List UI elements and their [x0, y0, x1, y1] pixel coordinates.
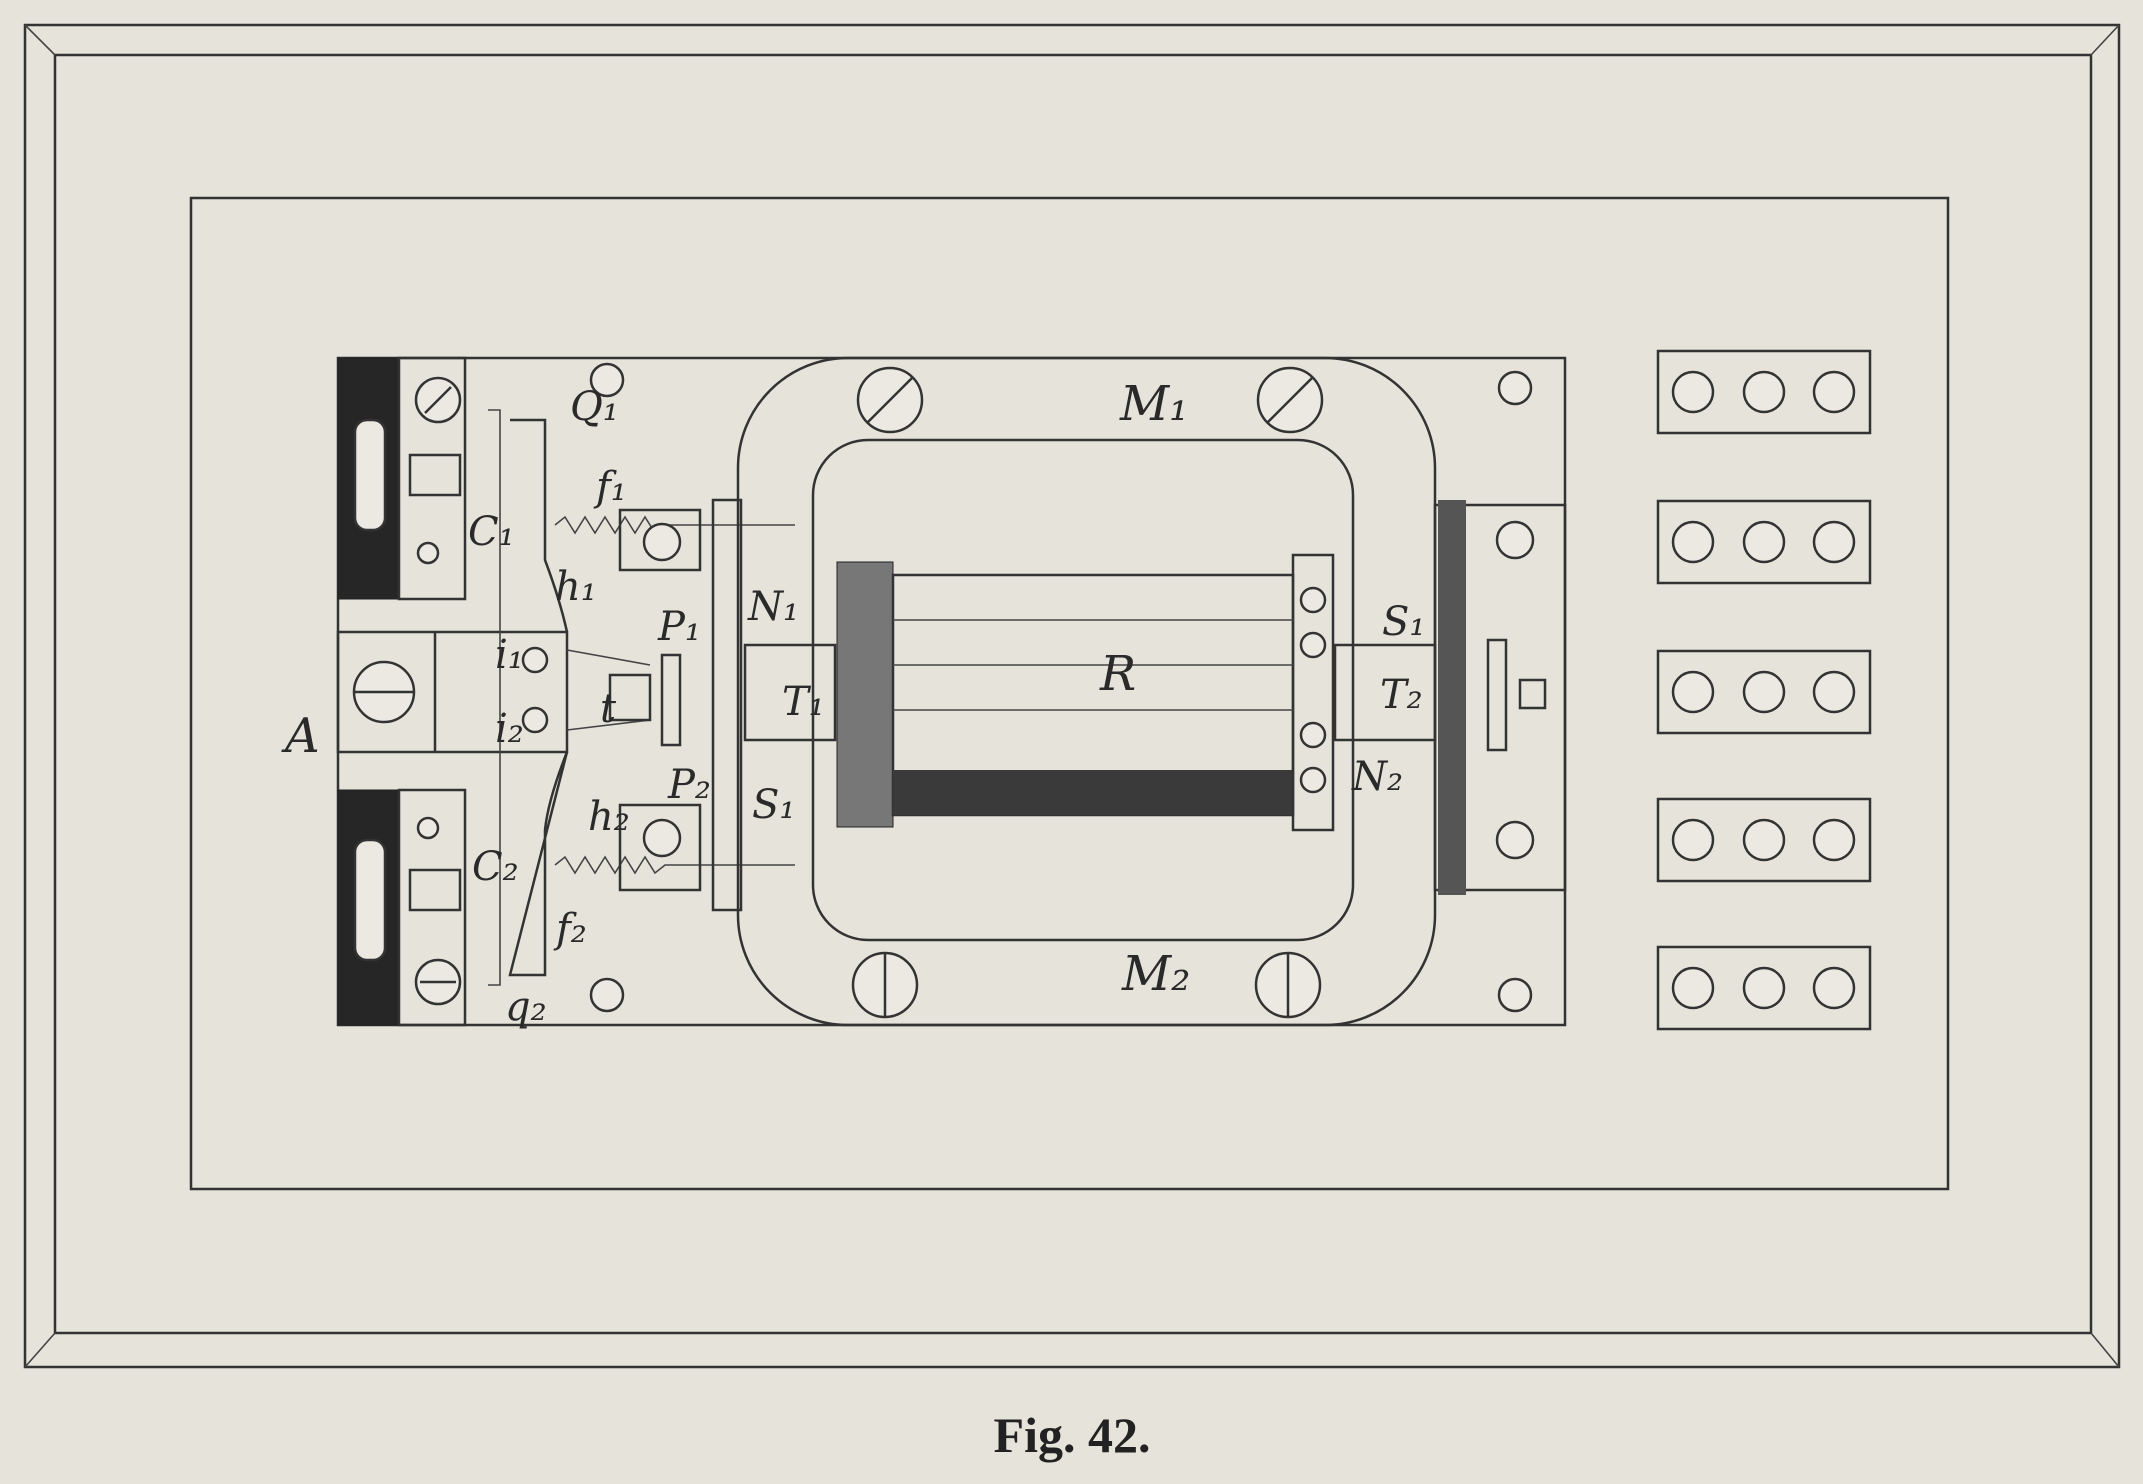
contact-block-upper	[337, 356, 467, 601]
label-r: R	[1099, 646, 1136, 702]
label-f1: f₁	[593, 464, 627, 510]
label-i1: i₁	[495, 632, 524, 678]
label-h1: h₁	[555, 564, 597, 610]
label-t2: T₂	[1380, 672, 1423, 718]
label-p2: P₂	[667, 762, 711, 808]
figure-caption: Fig. 42.	[994, 1407, 1151, 1463]
terminal-strips	[1656, 349, 1872, 1031]
label-t1: T₁	[782, 679, 825, 725]
label-p1: P₁	[657, 604, 701, 650]
label-s1-right: S₁	[1382, 599, 1425, 645]
label-q2: q₂	[505, 984, 547, 1030]
label-t: t	[600, 686, 617, 732]
magnet-yoke	[736, 356, 1437, 1027]
spring-lower	[554, 855, 795, 875]
label-m1: M₁	[1119, 376, 1188, 432]
adjust-post-upper	[618, 508, 702, 572]
armature-lever	[488, 409, 682, 986]
label-f2: f₂	[553, 906, 587, 952]
coil	[743, 553, 1437, 832]
label-m2: M₂	[1121, 946, 1190, 1002]
contact-block-lower	[337, 788, 467, 1027]
label-h2: h₂	[588, 794, 630, 840]
toothed-wheel-left	[711, 498, 743, 912]
terminal-block-a	[336, 630, 569, 754]
label-c1: C₁	[468, 509, 515, 555]
label-n1: N₁	[747, 584, 799, 630]
label-q1: Q₁	[570, 384, 619, 430]
label-c2: C₂	[472, 844, 519, 890]
right-bearing-block	[589, 362, 1567, 1013]
outer-frame	[23, 23, 2121, 1369]
adjust-post-lower	[618, 803, 702, 892]
label-a: A	[281, 708, 320, 764]
label-s1-left: S₁	[752, 782, 795, 828]
label-i2: i₂	[495, 706, 524, 752]
label-n2: N₂	[1351, 754, 1403, 800]
base-plate	[189, 196, 1950, 1191]
